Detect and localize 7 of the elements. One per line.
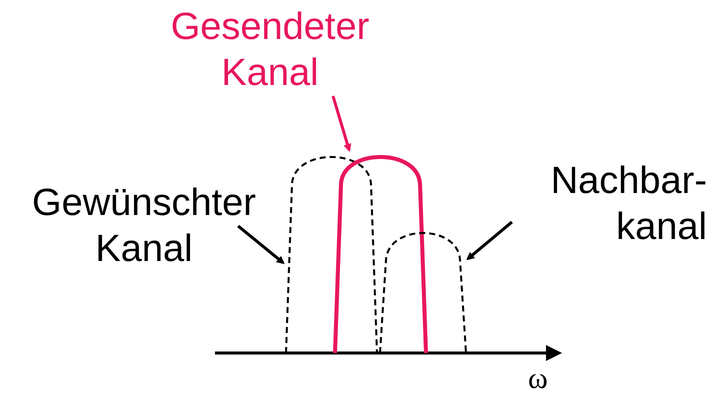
leader-arrow bbox=[332, 96, 352, 152]
channel-label: Gesendeter Kanal bbox=[140, 4, 400, 96]
channel-label: Gewünschter Kanal bbox=[8, 180, 280, 272]
axis-label: ω bbox=[528, 362, 548, 396]
channel-label: Nachbar- kanal bbox=[515, 158, 707, 250]
leader-arrow bbox=[466, 220, 513, 260]
leader-arrow bbox=[237, 224, 285, 264]
